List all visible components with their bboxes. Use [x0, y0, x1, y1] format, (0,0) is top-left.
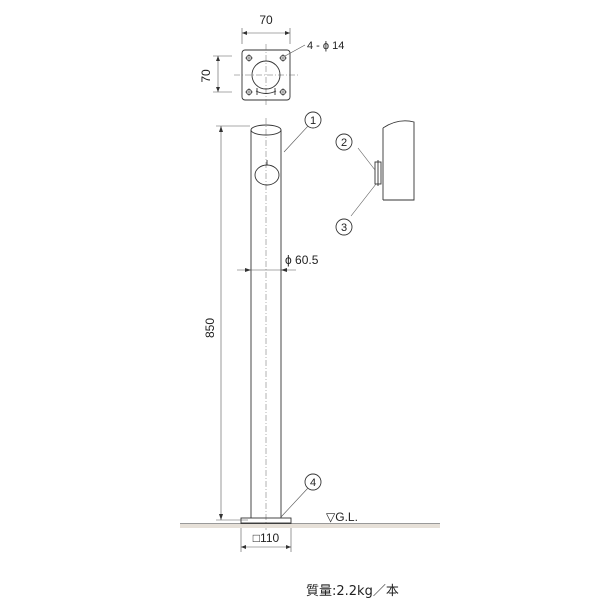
svg-text:3: 3: [341, 222, 347, 234]
post-base-plate: [240, 517, 292, 524]
post-elevation: 850 ϕ 60.5 □110: [203, 118, 319, 552]
callout-3: 3: [335, 218, 353, 236]
weight-label: 質量:2.2kg／本: [306, 584, 399, 599]
hole-spec-label: 4 - ϕ 14: [307, 40, 344, 52]
base-size-dim: □110: [253, 531, 280, 545]
side-detail: [350, 120, 415, 217]
svg-text:2: 2: [341, 137, 347, 149]
top-view: 70 70 4 - ϕ 14: [199, 13, 344, 106]
post-height-dim: 850: [203, 318, 217, 338]
svg-text:1: 1: [310, 115, 316, 127]
post-ring: [254, 164, 280, 186]
top-height-dim: 70: [199, 69, 213, 83]
callout-4: 4: [280, 473, 322, 518]
callout-1: 1: [283, 111, 322, 153]
ground-level-label: ▽G.L.: [326, 510, 358, 524]
svg-text:4: 4: [310, 477, 316, 489]
ground-line: ▽G.L.: [180, 510, 440, 528]
top-width-dim: 70: [259, 13, 273, 27]
pipe-outline: [251, 60, 281, 90]
callout-2: 2: [335, 133, 353, 151]
post-diameter-dim: ϕ 60.5: [285, 253, 319, 267]
